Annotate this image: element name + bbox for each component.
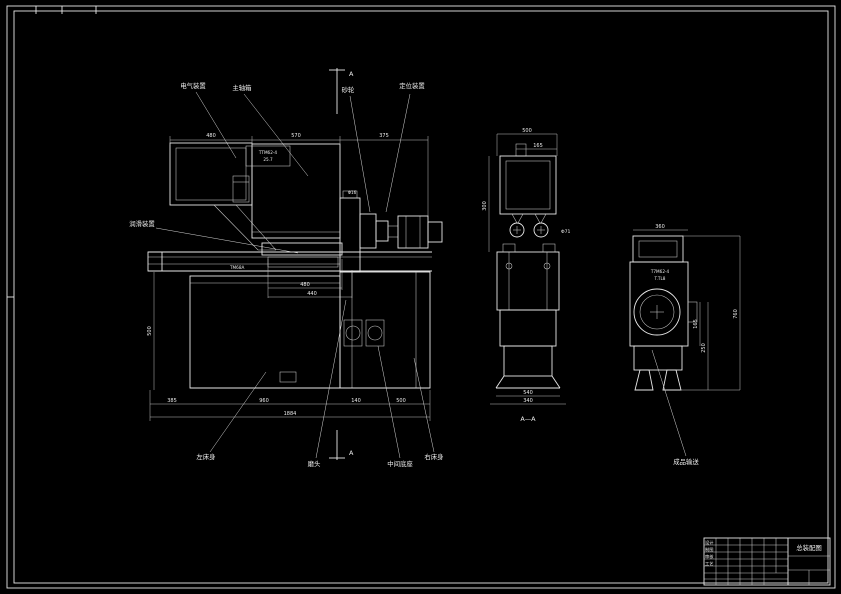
callout-labels: 电气装置 主轴箱 砂轮 定位装置 润滑装置 左床身 磨头 中间底座 右床身 bbox=[129, 81, 443, 468]
section-a-marks: A A bbox=[329, 68, 354, 460]
dim-140: 140 bbox=[351, 398, 361, 404]
dim-side-500: 500 bbox=[522, 128, 532, 134]
label-positioning: 定位装置 bbox=[399, 81, 425, 90]
label-lubrication: 润滑装置 bbox=[129, 219, 155, 228]
dim-570: 570 bbox=[291, 133, 301, 139]
section-a-top-label: A bbox=[349, 70, 354, 78]
main-bottom-dimensions: 385 960 140 500 1884 bbox=[149, 390, 431, 421]
title-block-row-1: 制图 bbox=[705, 546, 713, 553]
label-grind-head: 磨头 bbox=[308, 459, 321, 468]
section-side-view: 500 165 300 Φ71 540 340 A—A bbox=[482, 128, 571, 423]
model-plate-text: TTM62-4 bbox=[258, 150, 277, 155]
dim-960: 960 bbox=[259, 398, 269, 404]
title-block: 总装配图 设计 制图 审核 工艺 bbox=[703, 537, 831, 586]
right-base bbox=[190, 271, 431, 389]
dim-right-360: 360 bbox=[655, 224, 665, 230]
main-front-view: TTM62-4 25.7 TM68A 480 440 bbox=[129, 68, 444, 468]
dim-right-165: 165 bbox=[693, 319, 699, 329]
label-right-bed: 右床身 bbox=[424, 452, 443, 461]
dim-500-bottom: 500 bbox=[396, 398, 406, 404]
label-mid-base: 中间底座 bbox=[387, 459, 413, 468]
dim-385: 385 bbox=[167, 398, 177, 404]
title-block-row-0: 设计 bbox=[705, 539, 713, 546]
model-side-subtext: T.TL8 bbox=[654, 276, 666, 281]
right-end-view: 360 T7M62-4 T.TL8 165 250 760 成品输送 bbox=[629, 224, 741, 466]
title-block-row-2: 审核 bbox=[705, 553, 714, 560]
dim-480: 480 bbox=[206, 133, 216, 139]
section-side-dimensions: 500 165 300 Φ71 540 340 A—A bbox=[482, 128, 571, 423]
section-a-bottom-label: A bbox=[349, 449, 354, 457]
headstock-box: TTM62-4 25.7 bbox=[245, 143, 341, 239]
label-conveyor: 成品输送 bbox=[673, 457, 699, 466]
belt-cover bbox=[213, 204, 277, 251]
section-aa-label: A—A bbox=[520, 415, 536, 423]
dim-right-250: 250 bbox=[701, 343, 707, 353]
label-wheel: 砂轮 bbox=[342, 85, 355, 94]
model-side-text: T7M62-4 bbox=[650, 269, 670, 274]
dim-side-300: 300 bbox=[482, 201, 488, 211]
title-block-row-3: 工艺 bbox=[705, 561, 713, 566]
dim-right-760: 760 bbox=[733, 309, 739, 319]
dim-spindle: Φ16 bbox=[348, 190, 357, 195]
dim-500-left: 500 bbox=[147, 326, 153, 336]
dim-table-480: 480 bbox=[300, 282, 310, 288]
left-base bbox=[189, 275, 341, 389]
dim-1884: 1884 bbox=[284, 411, 297, 417]
electrical-cabinet bbox=[169, 142, 253, 206]
dim-side-340: 340 bbox=[523, 398, 533, 404]
label-left-bed: 左床身 bbox=[196, 452, 215, 461]
main-left-dimension: 500 bbox=[147, 272, 155, 390]
dim-side-165: 165 bbox=[533, 143, 543, 149]
dim-side-540: 540 bbox=[523, 390, 533, 396]
conveyor-callout: 成品输送 bbox=[651, 349, 699, 466]
model-plate-subtext: 25.7 bbox=[263, 157, 273, 162]
wheelhead-assembly: Φ16 bbox=[339, 190, 443, 273]
dim-375: 375 bbox=[379, 133, 389, 139]
main-top-dimensions: 480 570 375 bbox=[169, 133, 429, 216]
label-electrical: 电气装置 bbox=[180, 81, 206, 90]
bed-rails: TM68A 480 440 bbox=[147, 242, 432, 298]
label-headstock: 主轴箱 bbox=[232, 83, 252, 92]
bed-model-text: TM68A bbox=[229, 265, 244, 270]
right-end-dimensions: 165 250 760 bbox=[681, 235, 741, 391]
sheet-frame bbox=[6, 5, 836, 589]
dim-table-440: 440 bbox=[307, 291, 317, 297]
title-block-title: 总装配图 bbox=[796, 543, 822, 552]
dim-side-phi71: Φ71 bbox=[561, 229, 571, 235]
